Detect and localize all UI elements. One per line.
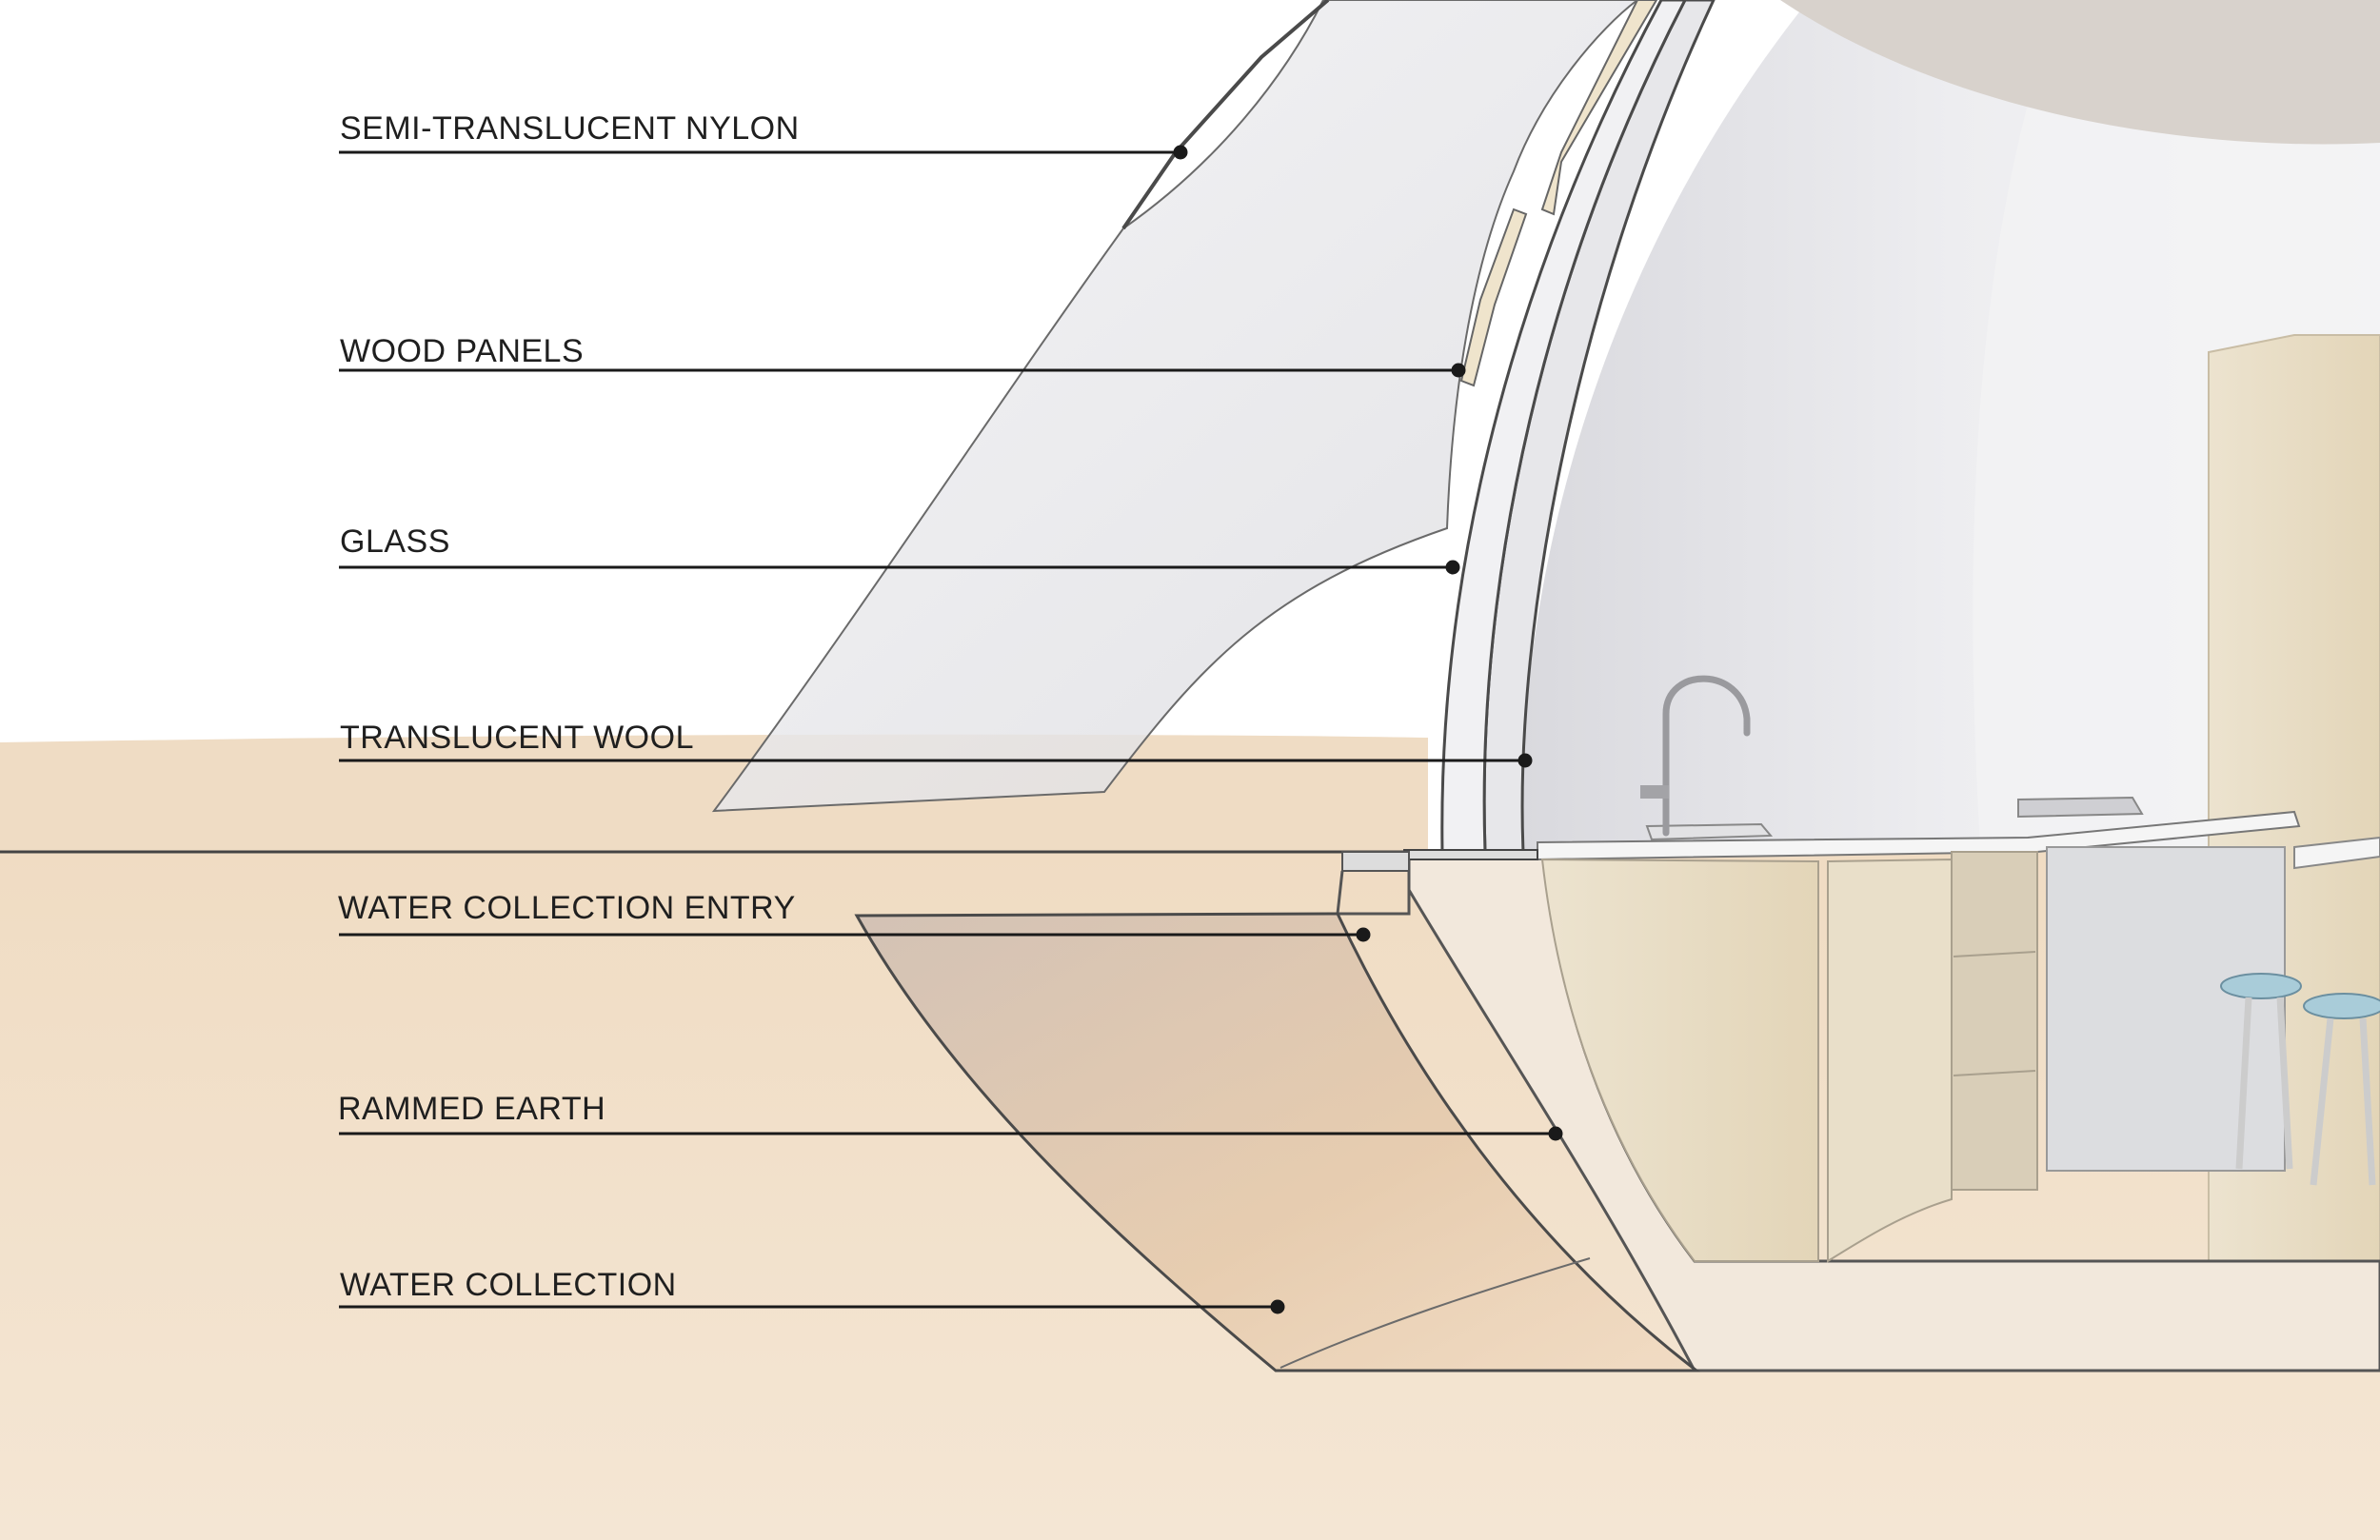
- water-surface: [1279, 1257, 1591, 1369]
- shelf-board: [1953, 951, 2036, 958]
- label-wood-panels: WOOD PANELS: [340, 333, 585, 369]
- cooktop: [2017, 796, 2144, 819]
- label-semi-translucent-nylon: SEMI-TRANSLUCENT NYLON: [340, 110, 800, 147]
- stool-leg: [2235, 997, 2252, 1170]
- entry-channel: [1336, 870, 1411, 916]
- bar-counter: [2293, 836, 2380, 870]
- entry-grate: [1341, 851, 1410, 872]
- nylon-edge: [1121, 0, 1330, 230]
- shelf-board: [1953, 1070, 2036, 1076]
- leader-dot-wool: [1517, 753, 1533, 768]
- leader-dot-entry: [1356, 927, 1371, 942]
- ground-slab: [1403, 849, 1538, 860]
- kitchen-cabinets: [1540, 858, 1819, 1262]
- label-rammed-earth: RAMMED EARTH: [338, 1091, 606, 1127]
- cabinet-door: [1827, 858, 1953, 1263]
- leader-dot-glass: [1445, 560, 1460, 575]
- label-water-collection: WATER COLLECTION: [340, 1267, 677, 1303]
- stool-leg: [2276, 997, 2293, 1170]
- stool-leg: [2359, 1017, 2376, 1186]
- sand-background: [0, 734, 1428, 857]
- faucet: [1662, 675, 1751, 837]
- leader-dot-nylon: [1173, 145, 1188, 160]
- faucet-handle: [1640, 785, 1669, 799]
- stool-seat: [2303, 993, 2380, 1019]
- wood-panel: [1540, 0, 1658, 216]
- stool-leg: [2310, 1017, 2334, 1186]
- leader-dot-water: [1270, 1299, 1285, 1314]
- leader-dot-wood: [1451, 363, 1466, 378]
- glass-layer: [1440, 0, 1687, 854]
- leader-lines: [339, 145, 1563, 1314]
- label-water-collection-entry: WATER COLLECTION ENTRY: [338, 890, 796, 926]
- open-shelf: [1951, 851, 2038, 1191]
- label-translucent-wool: TRANSLUCENT WOOL: [340, 720, 694, 756]
- stool-seat: [2220, 973, 2302, 999]
- ceiling-shade: [1780, 0, 2380, 145]
- label-glass: GLASS: [340, 523, 450, 560]
- sink: [1645, 822, 1774, 841]
- water-collection-tank: [854, 912, 1701, 1372]
- leader-dot-earth: [1548, 1126, 1563, 1141]
- wood-panel: [1459, 207, 1528, 387]
